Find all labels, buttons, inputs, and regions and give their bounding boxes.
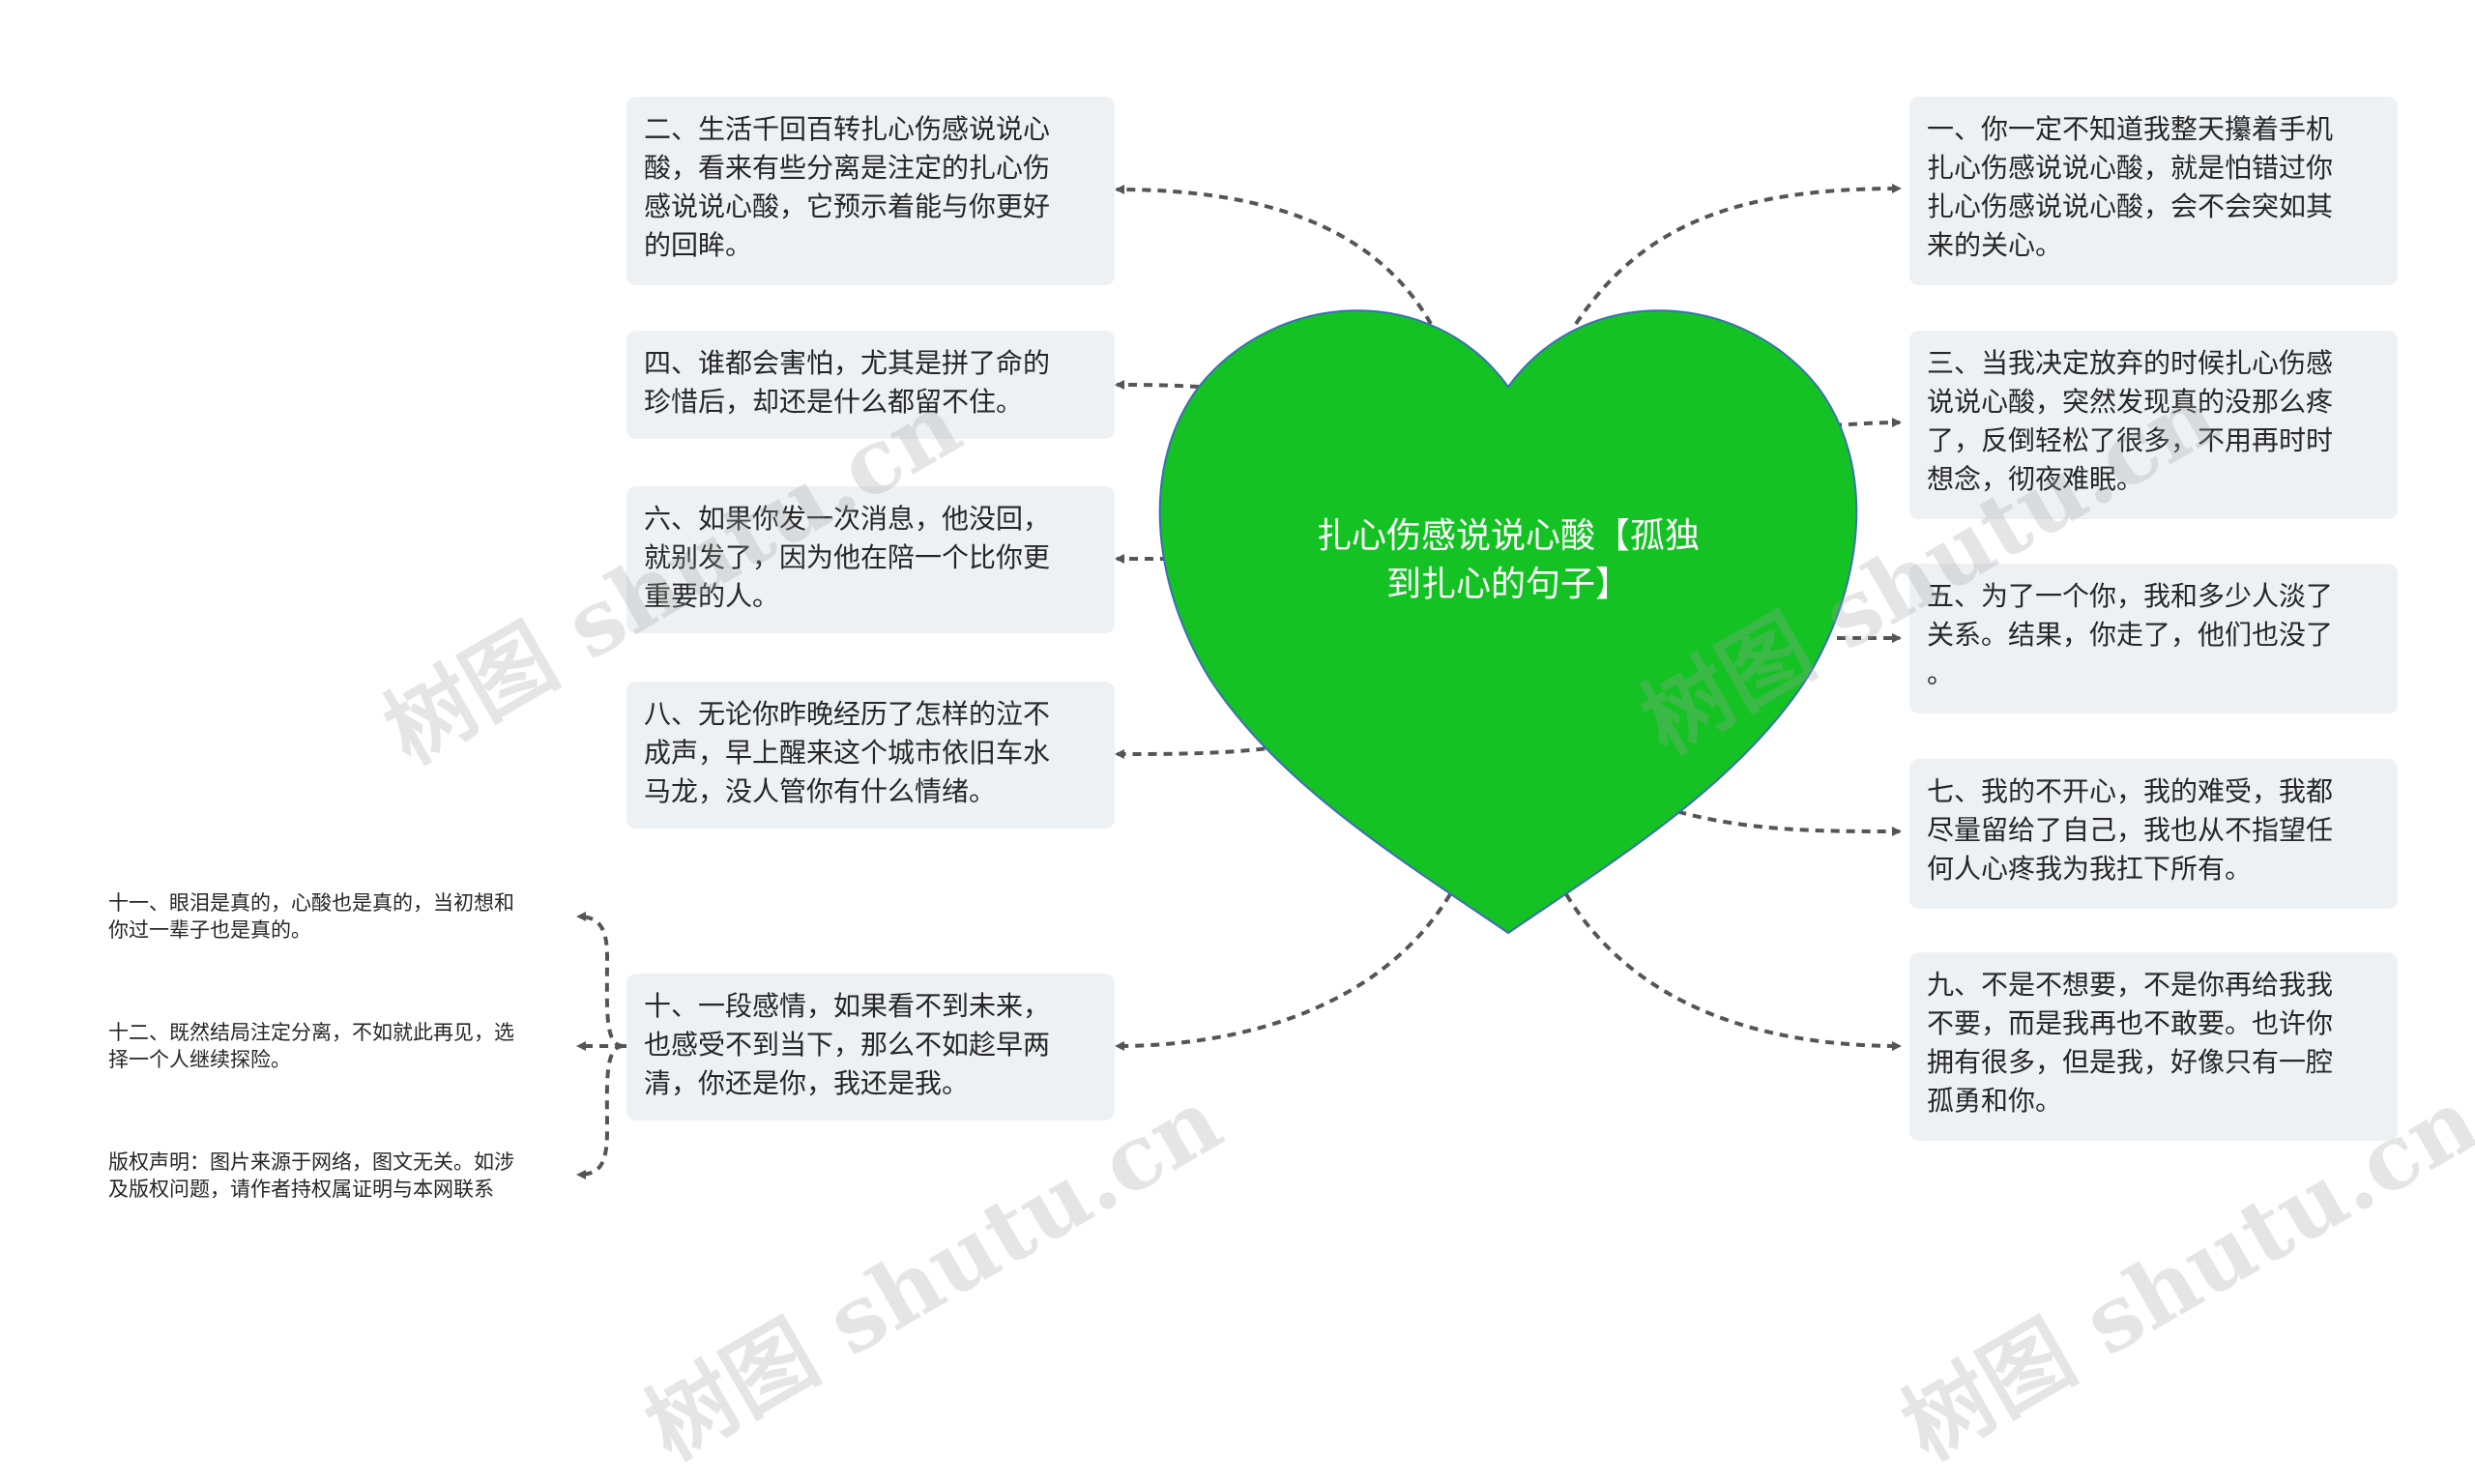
center-topic-title[interactable]: 扎心伤感说说心酸【孤独 到扎心的句子】 <box>1316 516 1700 604</box>
topic-node-7[interactable]: 七、我的不开心，我的难受，我都 尽量留给了自己，我也从不指望任 何人心疼我为我扛… <box>1909 759 2398 909</box>
connector-node-10 <box>1115 892 1452 1051</box>
topic-node-3[interactable]: 三、当我决定放弃的时候扎心伤感 说说心酸，突然发现真的没那么疼 了，反倒轻松了很… <box>1909 331 2398 519</box>
topic-node-10[interactable]: 十、一段感情，如果看不到未来， 也感受不到当下，那么不如趁早两 清，你还是你，我… <box>626 974 1115 1120</box>
connector-sub-3 <box>576 1044 625 1179</box>
connector-sub-1 <box>576 912 625 1048</box>
mind-map-canvas: 扎心伤感说说心酸【孤独 到扎心的句子】 一、你一定不知道我整天攥着手机 扎心伤感… <box>108 97 2475 1480</box>
topic-node-9[interactable]: 九、不是不想要，不是你再给我我 不要，而是我再也不敢要。也许你 拥有很多，但是我… <box>1909 952 2398 1141</box>
topic-node-2[interactable]: 二、生活千回百转扎心伤感说说心 酸，看来有些分离是注定的扎心伤 感说说心酸，它预… <box>626 97 1115 285</box>
connector-node-4 <box>1115 380 1200 391</box>
topic-node-8[interactable]: 八、无论你昨晚经历了怎样的泣不 成声，早上醒来这个城市依旧车水 马龙，没人管你有… <box>626 682 1115 829</box>
center-heart-shape[interactable] <box>1158 309 1858 935</box>
sub-node-12[interactable]: 十二、既然结局注定分离，不如就此再见，选 择一个人继续探险。 <box>108 1021 514 1071</box>
connector-layer <box>576 184 1902 1179</box>
topic-node-5[interactable]: 五、为了一个你，我和多少人淡了 关系。结果，你走了，他们也没了 。 <box>1909 564 2398 713</box>
connector-node-1 <box>1574 184 1902 326</box>
topic-node-6[interactable]: 六、如果你发一次消息，他没回， 就别发了，因为他在陪一个比你更 重要的人。 <box>626 486 1115 633</box>
copyright-note[interactable]: 版权声明：图片来源于网络，图文无关。如涉 及版权问题，请作者持权属证明与本网联系 <box>108 1150 514 1201</box>
sub-node-11[interactable]: 十一、眼泪是真的，心酸也是真的，当初想和 你过一辈子也是真的。 <box>108 891 514 942</box>
connector-node-9 <box>1564 892 1902 1051</box>
topic-node-1[interactable]: 一、你一定不知道我整天攥着手机 扎心伤感说说心酸，就是怕错过你 扎心伤感说说心酸… <box>1909 97 2398 285</box>
topic-node-4[interactable]: 四、谁都会害怕，尤其是拼了命的 珍惜后，却还是什么都留不住。 <box>626 331 1115 439</box>
connector-node-7 <box>1662 805 1902 836</box>
connector-node-2 <box>1115 185 1433 325</box>
